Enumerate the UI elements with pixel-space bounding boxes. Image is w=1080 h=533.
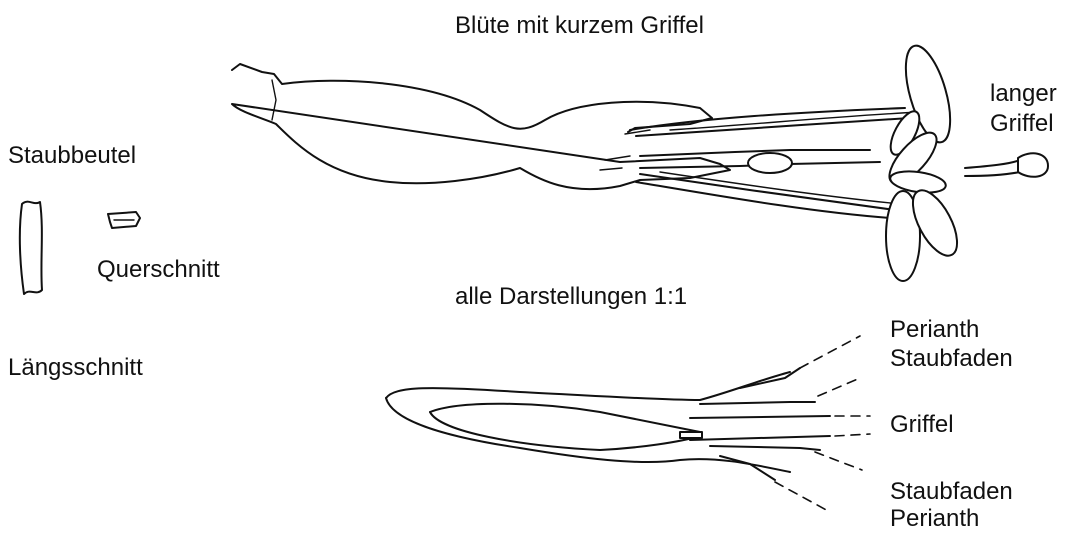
long-style-label-line2: Griffel <box>990 110 1054 138</box>
flower-short-style-drawing <box>232 41 1048 281</box>
scale-note-label: alle Darstellungen 1:1 <box>455 283 687 311</box>
perianth-bottom-label: Perianth <box>890 505 979 533</box>
filament-top-label: Staubfaden <box>890 345 1013 373</box>
long-style-label-line1: langer <box>990 80 1057 108</box>
filament-bottom-label: Staubfaden <box>890 478 1013 506</box>
cross-section-label: Querschnitt <box>97 256 220 284</box>
anther-label: Staubbeutel <box>8 142 136 170</box>
perianth-top-label: Perianth <box>890 316 979 344</box>
longitudinal-section-label: Längsschnitt <box>8 354 143 382</box>
longitudinal-section-drawing <box>386 336 870 512</box>
style-label: Griffel <box>890 411 954 439</box>
title-label: Blüte mit kurzem Griffel <box>455 12 704 40</box>
